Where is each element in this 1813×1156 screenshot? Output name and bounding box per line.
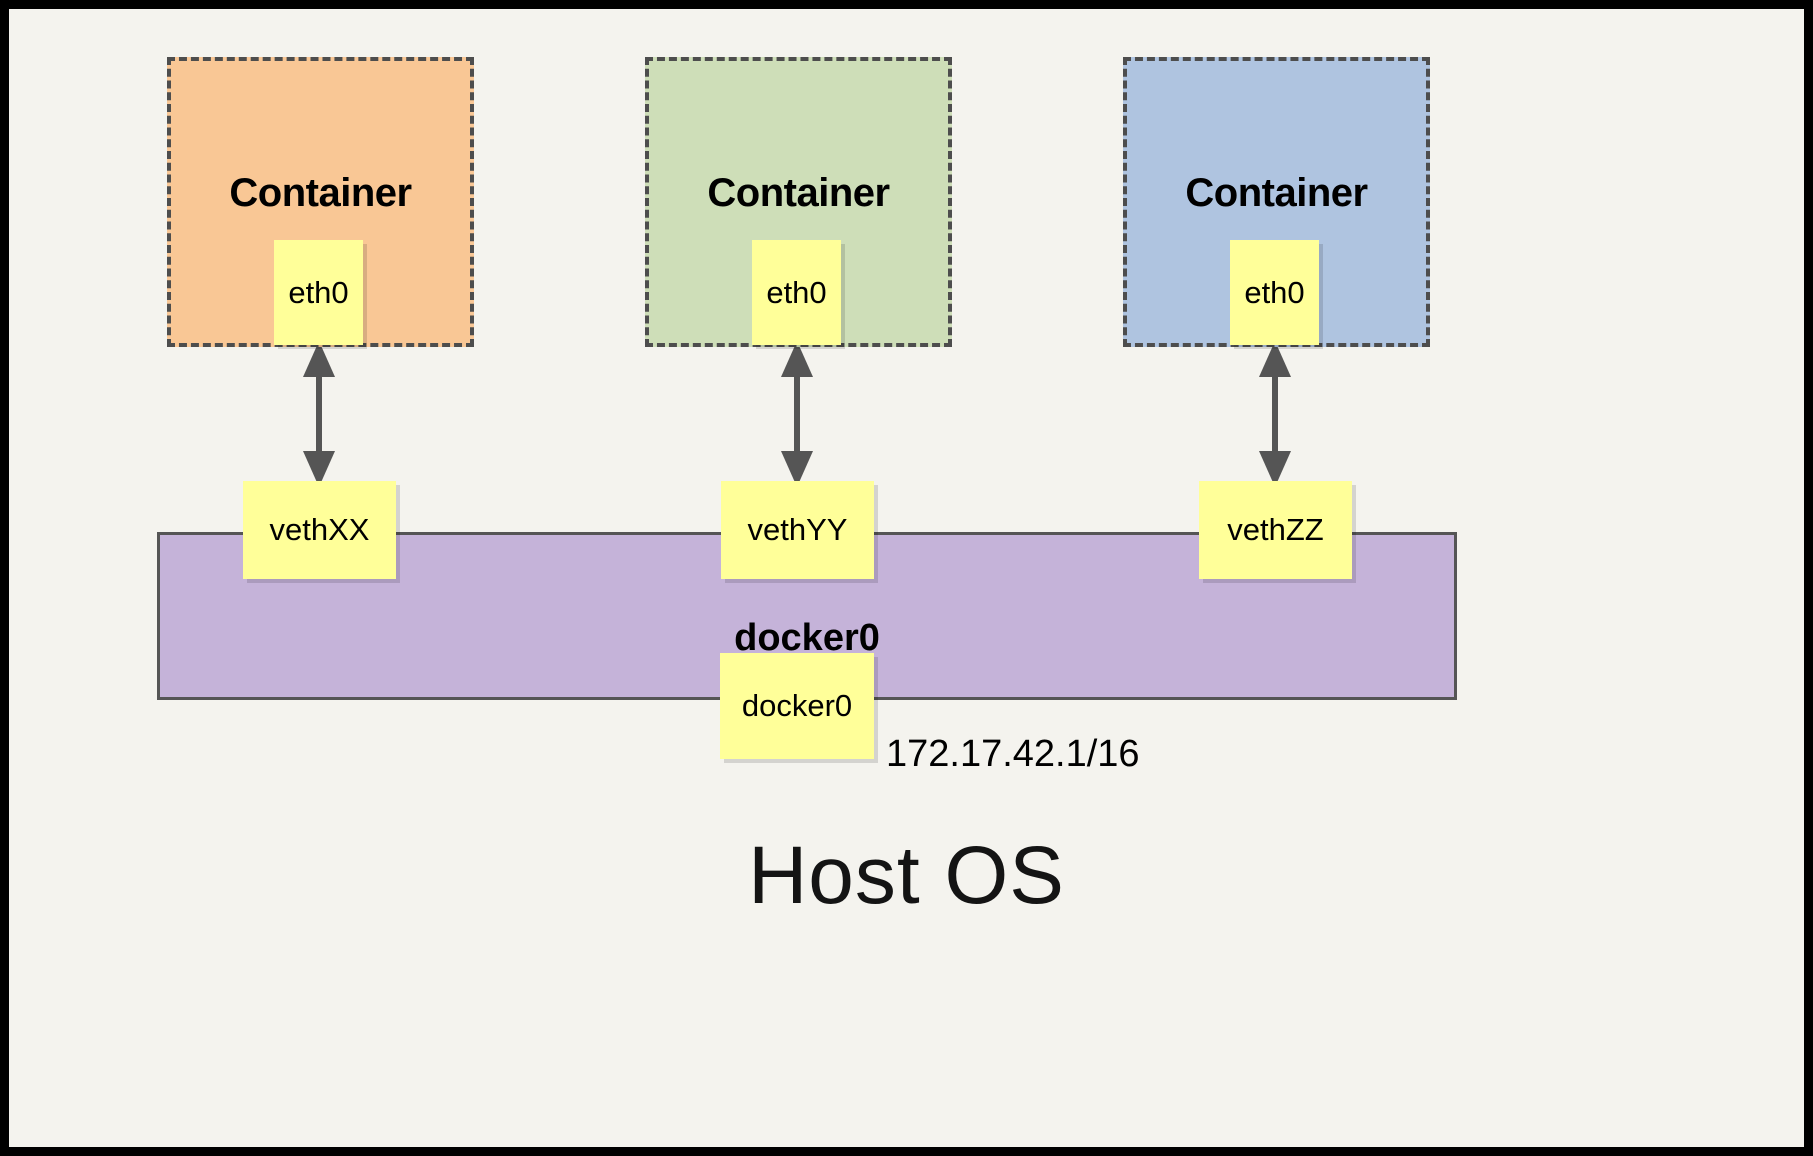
veth-box-xx[interactable]: vethXX [243,481,396,579]
docker0-bridge-label: docker0 [734,617,880,659]
container-title-2: Container [707,171,890,215]
eth0-box-container-3[interactable]: eth0 [1230,240,1319,345]
docker0-ip-label: 172.17.42.1/16 [886,733,1140,775]
docker0-iface-label: docker0 [741,688,853,723]
veth-label-zz: vethZZ [1227,512,1324,547]
veth-label-xx: vethXX [269,512,370,547]
eth0-label-2: eth0 [766,274,827,310]
host-os-title: Host OS [748,830,1065,921]
arrow-container3-to-vethzz [1259,341,1291,487]
docker0-iface-box[interactable]: docker0 [720,653,874,759]
eth0-label-3: eth0 [1244,274,1305,310]
container-title-3: Container [1185,171,1368,215]
veth-box-yy[interactable]: vethYY [721,481,874,579]
arrow-container2-to-vethyy [781,341,813,487]
eth0-box-container-2[interactable]: eth0 [752,240,841,345]
container-title-1: Container [229,171,412,215]
veth-label-yy: vethYY [747,512,848,547]
eth0-box-container-1[interactable]: eth0 [274,240,363,345]
diagram-canvas: docker0 Container eth0 Container [9,9,1804,1147]
eth0-label-1: eth0 [288,274,349,310]
arrow-container1-to-vethxx [303,341,335,487]
veth-box-zz[interactable]: vethZZ [1199,481,1352,579]
